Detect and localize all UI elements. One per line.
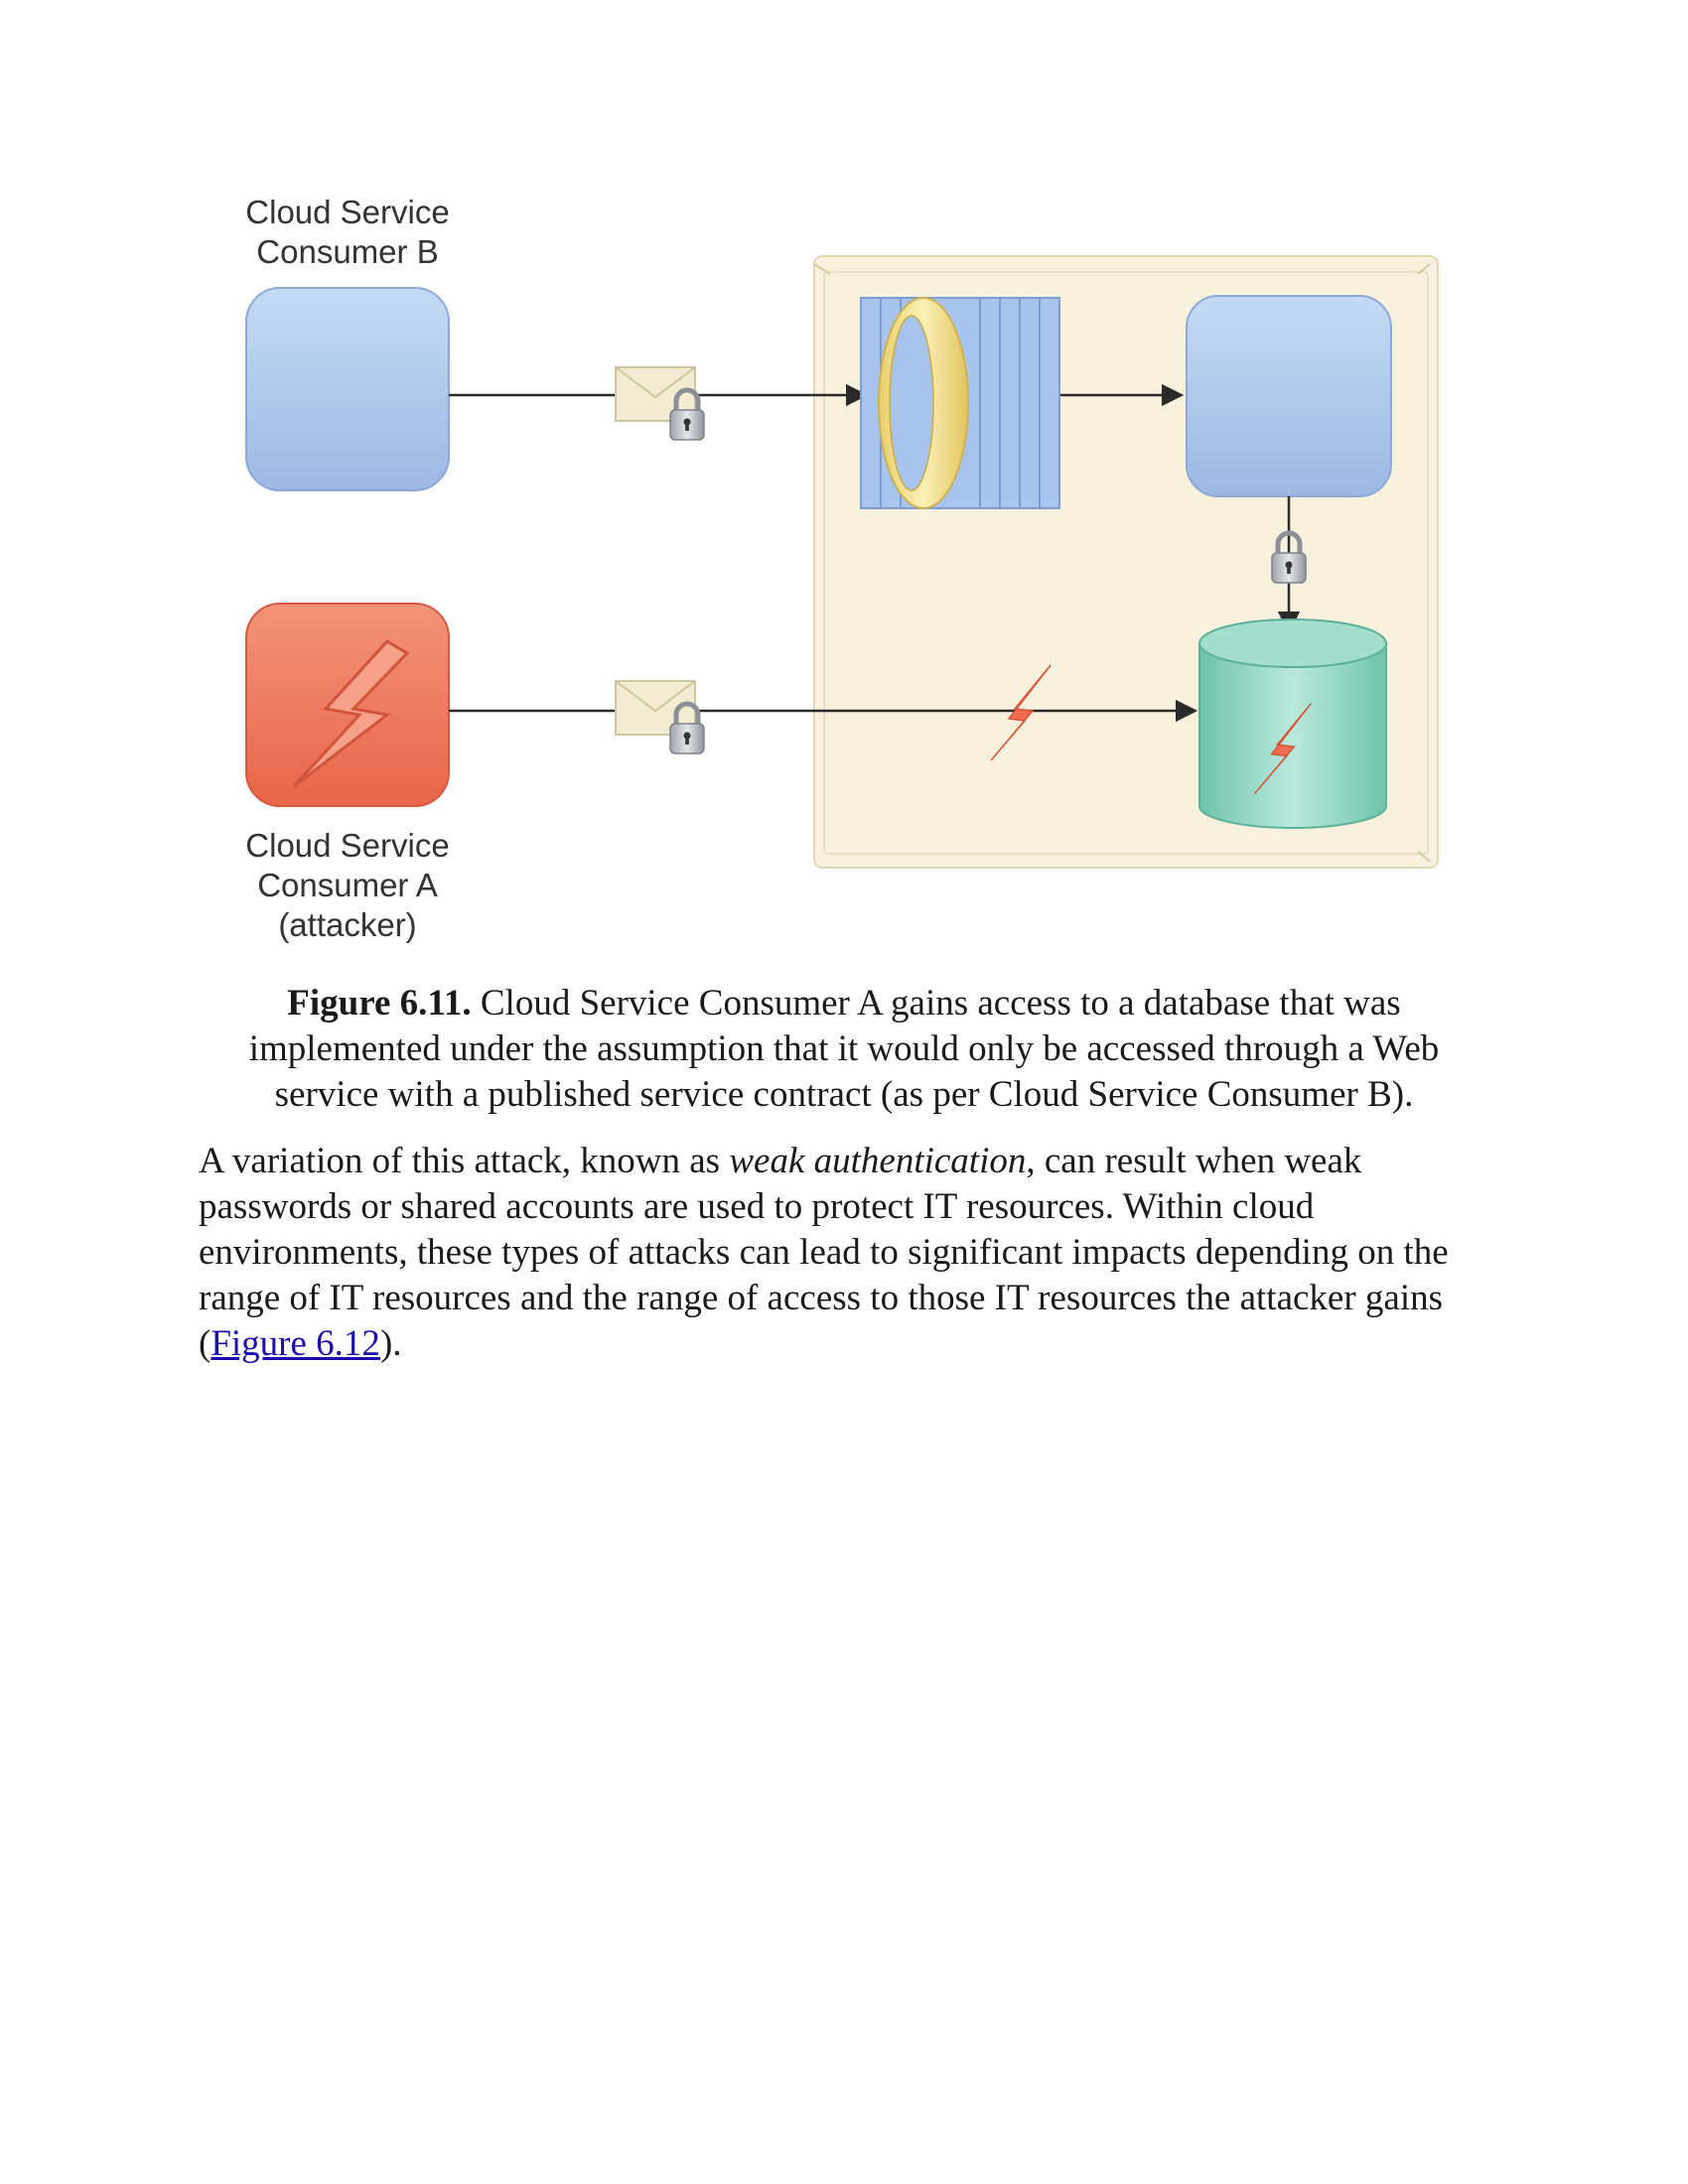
service-agent-icon (860, 297, 1060, 509)
figure-6-12-link[interactable]: Figure 6.12 (211, 1323, 380, 1364)
diagram-canvas (245, 255, 1439, 869)
paragraph-text-start: A variation of this attack, known as (199, 1141, 730, 1181)
consumer-a-label: Cloud Service Consumer A (attacker) (245, 827, 450, 943)
web-service-icon (1186, 295, 1392, 497)
term-weak-authentication: weak authentication (729, 1141, 1027, 1181)
secured-message-b-icon (615, 366, 704, 440)
consumer-b-label: Cloud Service Consumer B (245, 194, 450, 270)
body-paragraph: A variation of this attack, known as wea… (199, 1139, 1489, 1367)
figure-caption: Figure 6.11. Cloud Service Consumer A ga… (199, 981, 1489, 1118)
attacker-icon (245, 603, 450, 807)
secured-message-a-icon (615, 680, 704, 753)
paragraph-text-end: ). (379, 1323, 402, 1364)
database-icon (1198, 618, 1387, 829)
paragraph-text-middle: , can result when weak passwords or shar… (199, 1141, 1449, 1364)
caption-text: Cloud Service Consumer A gains access to… (248, 983, 1440, 1115)
figure-number: Figure 6.11. (287, 983, 472, 1024)
figure-6-11: Cloud Service Consumer B Cloud Service C… (199, 179, 1470, 963)
consumer-b-icon (245, 287, 450, 491)
